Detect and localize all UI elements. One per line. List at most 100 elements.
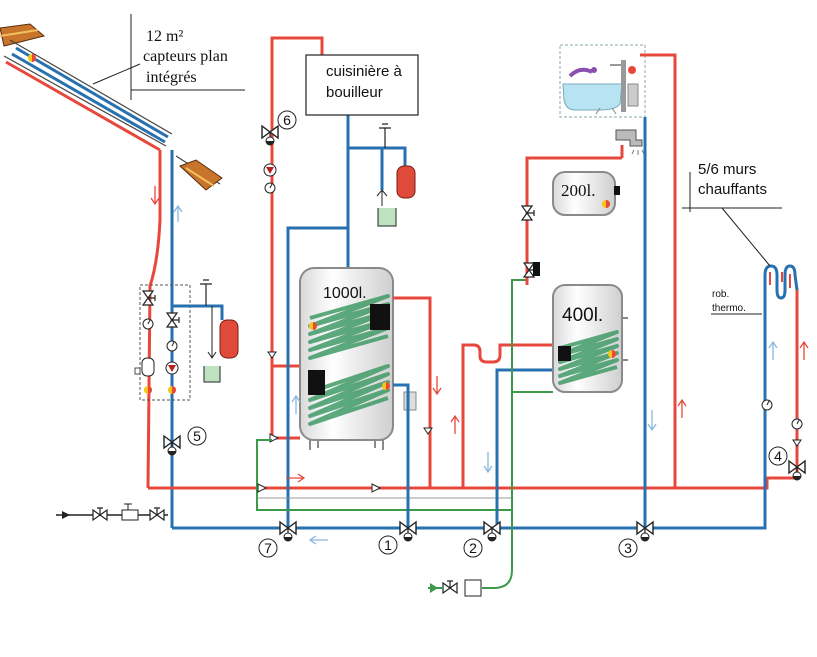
valve-5-label: 5 — [187, 426, 207, 446]
station-flowmeter-icon — [141, 357, 155, 377]
station-valve-right-icon — [166, 312, 180, 328]
stove-line1: cuisinière à — [326, 63, 403, 80]
inlet-valve-2-icon — [149, 507, 165, 521]
valve-2-number: 2 — [469, 540, 477, 556]
arrow-down-icon — [432, 376, 442, 396]
tank-1000-sensor-lower-icon — [382, 382, 390, 390]
mains-green-pipe — [482, 279, 527, 589]
mains-inlet — [428, 579, 482, 597]
valve-6-label: 6 — [277, 110, 297, 130]
arrow-down-icon — [647, 410, 657, 432]
stove-air-vent-icon — [379, 123, 391, 148]
arrow-left-icon — [308, 535, 328, 545]
station-gauge-left-icon — [142, 318, 154, 330]
stove-return-pipe — [286, 115, 350, 528]
thermostatic-valve-label: rob. thermo. — [711, 289, 762, 315]
dhw-hot-pipe — [525, 156, 622, 285]
bypass-green-pipe — [256, 439, 512, 511]
station-sensor-left-icon — [144, 386, 152, 394]
valve-3-label: 3 — [618, 538, 638, 558]
tank-400-cold-pipe — [495, 368, 553, 528]
stove-gauge-icon — [264, 182, 276, 194]
station-pump-icon — [165, 361, 179, 375]
stove-line2: bouilleur — [326, 84, 383, 101]
stove-check-valve-icon — [267, 351, 277, 359]
wall-heating-coil — [763, 264, 799, 300]
arrow-right-icon — [286, 473, 306, 483]
collector-label: 12 m² capteurs plan intégrés — [92, 14, 245, 100]
cold-header-pipe — [172, 290, 767, 530]
inlet-valve-1-icon — [92, 507, 108, 521]
walls-line1: 5/6 murs — [698, 161, 756, 178]
valve-2-icon — [483, 521, 501, 542]
tank-400: 400l. — [552, 284, 628, 393]
wall-flow-gauge-icon — [791, 418, 803, 430]
valve-6-number: 6 — [283, 112, 291, 128]
hot-check-valve-1-icon — [257, 483, 267, 493]
valve-4-label: 4 — [768, 446, 788, 466]
bath-hot-pipe — [640, 53, 677, 488]
cold-water-inlet — [56, 503, 168, 521]
stove-box: cuisinière à bouilleur — [305, 54, 419, 116]
sensor-line1: rob. — [712, 289, 729, 300]
sensor-line2: thermo. — [712, 303, 746, 314]
valve-6-icon — [261, 125, 279, 146]
tank-1000-cold-pipe — [393, 383, 410, 528]
walls-label: 5/6 murs chauffants — [682, 161, 782, 267]
valve-1-label: 1 — [378, 535, 398, 555]
upper-heat-exchanger-coil — [308, 294, 390, 360]
tank-200-sensor-icon — [602, 200, 610, 208]
air-vent-icon — [200, 279, 212, 306]
collector-area: 12 m² — [146, 28, 183, 45]
expansion-vessel-icon — [219, 319, 239, 359]
station-sensor-right-icon — [168, 386, 176, 394]
lower-heat-exchanger-coil — [308, 364, 390, 426]
tank-1000-sensor-upper-icon — [309, 322, 317, 330]
mains-valve-icon — [442, 580, 458, 594]
arrow-down-icon — [483, 452, 493, 474]
valve-7-number: 7 — [264, 540, 272, 556]
arrow-up-icon — [291, 394, 301, 414]
tank-200: 200l. — [552, 171, 620, 216]
bathroom-illustration — [559, 44, 646, 118]
water-meter-icon — [121, 509, 139, 521]
stove-flow-pipe — [270, 36, 324, 440]
valve-7-label: 7 — [258, 538, 278, 558]
wall-return-gauge-icon — [761, 399, 773, 411]
arrow-down-icon — [150, 186, 160, 206]
stove-expansion-vessel-icon — [396, 165, 416, 199]
tank-1000-label: 1000l. — [323, 285, 367, 302]
tank-400-hot-pipe — [461, 343, 553, 488]
tank-200-label: 200l. — [561, 181, 595, 200]
tank-400-sensor-icon — [608, 350, 616, 358]
station-gauge-right-icon — [166, 340, 178, 352]
hot-header-pipe — [148, 476, 797, 490]
tank-1000-hot-pipe — [393, 296, 432, 488]
tank-1000: 1000l. — [299, 267, 417, 450]
valve-1-number: 1 — [384, 537, 392, 553]
solar-collector — [0, 23, 223, 191]
collector-line1: capteurs plan — [143, 48, 228, 65]
arrow-up-icon — [768, 340, 778, 360]
dhw-valve-upper-icon — [521, 205, 535, 221]
collector-line2: intégrés — [146, 69, 197, 86]
valve-4-number: 4 — [774, 448, 782, 464]
valve-2-label: 2 — [463, 538, 483, 558]
faucet-icon — [615, 129, 645, 155]
arrow-up-icon — [450, 414, 460, 434]
solar-station — [134, 284, 191, 401]
tank-1000-check-icon — [423, 427, 433, 435]
arrow-up-icon — [173, 204, 183, 222]
stove-pump-icon — [263, 163, 277, 177]
flow-arrows — [150, 186, 809, 545]
arrow-up-icon — [677, 398, 687, 418]
collector-sensor-icon — [28, 54, 36, 62]
station-valve-left-icon — [142, 290, 156, 306]
tank-400-label: 400l. — [562, 305, 603, 326]
stove-circuit — [270, 36, 416, 528]
arrow-up-icon — [799, 340, 809, 360]
main-pipes — [146, 150, 799, 530]
walls-line2: chauffants — [698, 181, 767, 198]
valve-5-number: 5 — [193, 428, 201, 444]
